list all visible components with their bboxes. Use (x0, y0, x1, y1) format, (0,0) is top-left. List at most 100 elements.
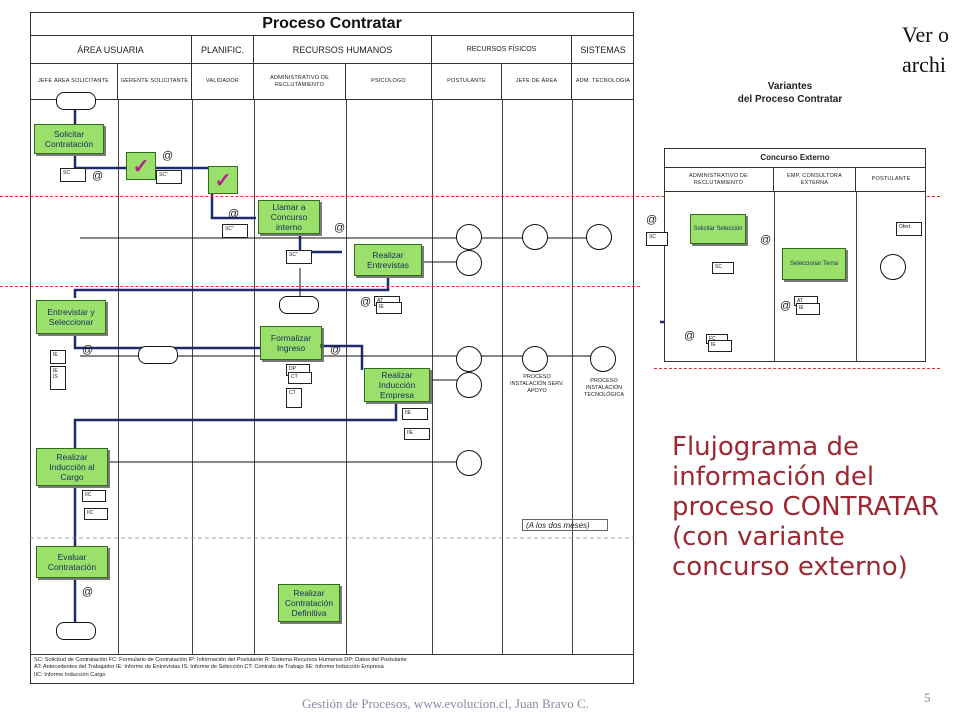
lane-separator (432, 100, 433, 654)
task-formalizar-ingreso[interactable]: Formalizar Ingreso (260, 326, 322, 360)
end-terminator (56, 622, 96, 640)
flow-line (73, 278, 390, 298)
connector-circle (522, 346, 548, 372)
doc-ie: IE (50, 350, 66, 364)
email-at-icon: @ (82, 586, 94, 598)
approval-check-icon: ✓ (208, 166, 238, 194)
doc-r-label: R (320, 344, 324, 350)
variant-lane-consultora: EMP. CONSULTORA EXTERNA (774, 168, 856, 192)
task-realizar-entrevistas[interactable]: Realizar Entrevistas (354, 244, 422, 276)
doc-iie: IIE (402, 408, 428, 420)
doc-sc: SC (60, 168, 86, 182)
email-at-icon: @ (162, 150, 174, 162)
variant-doc-sc: SC (712, 262, 734, 274)
note-instalacion-serv-apoyo: PROCESO INSTALACIÓN SERV. APOYO (510, 374, 564, 394)
flow-line (322, 344, 364, 370)
lane-separator (502, 100, 503, 654)
connector-circle (456, 346, 482, 372)
group-planific: PLANIFIC. (192, 36, 254, 64)
task-evaluar-contratacion[interactable]: Evaluar Contratación (36, 546, 108, 578)
dashed-separator (0, 196, 940, 197)
lane-validador: VALIDADOR (192, 64, 254, 100)
doc-sc2: SC" (286, 250, 312, 264)
legend-line: AT: Antecedentes del Trabajador IE: Info… (34, 664, 384, 671)
connector-circle (456, 450, 482, 476)
flow-line (298, 232, 342, 254)
group-sistemas: SISTEMAS (572, 36, 634, 64)
note-instalacion-tecnologica: PROCESO INSTALACIÓN TECNOLÓGICA (583, 378, 625, 398)
email-at-icon: @ (228, 208, 240, 220)
variant-heading: Variantes del Proceso Contratar (690, 80, 890, 106)
email-at-icon: @ (646, 214, 658, 226)
task-llamar-concurso[interactable]: Llamar a Concurso interno (258, 200, 320, 234)
lane-separator (118, 100, 119, 654)
ver-line: archi (902, 52, 946, 77)
email-at-icon: @ (334, 222, 346, 234)
lane-postulante: POSTULANTE (432, 64, 502, 100)
task-induccion-cargo[interactable]: Realizar Inducción al Cargo (36, 448, 108, 486)
variant-box-title: Concurso Externo (664, 148, 926, 168)
connector-circle (456, 372, 482, 398)
doc-iic: IIC (82, 490, 106, 502)
group-recursos-humanos: RECURSOS HUMANOS (254, 36, 432, 64)
legend-line: IIC: Informe Inducción Cargo (34, 671, 106, 678)
lane-gerente-solicitante: GERENTE SOLICITANTE (118, 64, 192, 100)
ver-line: Ver o (902, 22, 950, 47)
lane-administrativo: ADMINISTRATIVO DE RECLUTAMIENTO (254, 64, 346, 100)
variant-task-solicitar-seleccion[interactable]: Solicitar Selección (690, 214, 746, 244)
lane-separator (572, 100, 573, 654)
diagram-title: Proceso Contratar (30, 12, 634, 36)
start-terminator (56, 92, 96, 110)
note-dos-meses: (A los dos meses) (522, 519, 608, 531)
email-at-icon: @ (330, 344, 342, 356)
task-induccion-empresa[interactable]: Realizar Inducción Empresa (364, 368, 430, 402)
variant-doc-oferta: Ofert. (896, 222, 922, 236)
doc-iie: IIE (404, 428, 430, 440)
variant-lane-administrativo: ADMINISTRATIVO DE RECLUTAMIENTO (664, 168, 774, 192)
email-at-icon: @ (684, 330, 696, 342)
lane-separator (254, 100, 255, 654)
dashed-separator (654, 368, 940, 369)
page-number: 5 (924, 690, 931, 705)
lane-separator (346, 100, 347, 654)
flow-line (73, 402, 398, 450)
slide-title: Flujograma de información del proceso CO… (672, 432, 939, 582)
group-recursos-fisicos: RECURSOS FÍSICOS (432, 36, 572, 64)
terminator (138, 346, 178, 364)
doc-sc2: SC" (222, 224, 248, 238)
email-at-icon: @ (780, 300, 792, 312)
task-solicitar-contratacion[interactable]: Solicitar Contratación (34, 124, 104, 154)
group-area-usuaria: ÁREA USUARIA (30, 36, 192, 64)
connector-circle (456, 250, 482, 276)
doc-ie-is: IE IS (50, 366, 66, 390)
doc-iic: IIC (84, 508, 108, 520)
connector-circle (880, 254, 906, 280)
task-entrevistar-seleccionar[interactable]: Entrevistar y Seleccionar (36, 300, 106, 334)
ver-text[interactable]: Ver o archi (902, 20, 949, 80)
variant-heading-line: del Proceso Contratar (737, 94, 843, 105)
connector-circle (586, 224, 612, 250)
variant-doc-ie: IE (796, 303, 820, 315)
lane-separator (774, 192, 775, 362)
email-at-icon: @ (82, 344, 94, 356)
legend: SC: Solicitud de Contratación FC: Formul… (30, 654, 634, 684)
variant-doc-sc: SC (646, 232, 668, 246)
dashed-separator (0, 286, 640, 287)
connector-circle (456, 224, 482, 250)
lane-adm-tecnologia: ADM. TECNOLOGÍA (572, 64, 634, 100)
email-at-icon: @ (92, 170, 104, 182)
doc-ie: IE (376, 302, 402, 314)
variant-doc-ie: IE (708, 340, 732, 352)
approval-check-icon: ✓ (126, 152, 156, 180)
task-contratacion-definitiva[interactable]: Realizar Contratación Definitiva (278, 584, 340, 622)
email-at-icon: @ (360, 296, 372, 308)
doc-dp-ct: CT (286, 388, 302, 408)
lane-separator (192, 100, 193, 654)
lane-jefe-de-area: JEFE DE ÁREA (502, 64, 572, 100)
lane-psicologo: PSICOLOGO (346, 64, 432, 100)
flow-line (73, 336, 262, 350)
connector-circle (522, 224, 548, 250)
lane-separator (856, 192, 857, 362)
variant-task-seleccionar-terna[interactable]: Seleccionar Terna (782, 248, 846, 280)
variant-lane-postulante: POSTULANTE (856, 168, 926, 192)
